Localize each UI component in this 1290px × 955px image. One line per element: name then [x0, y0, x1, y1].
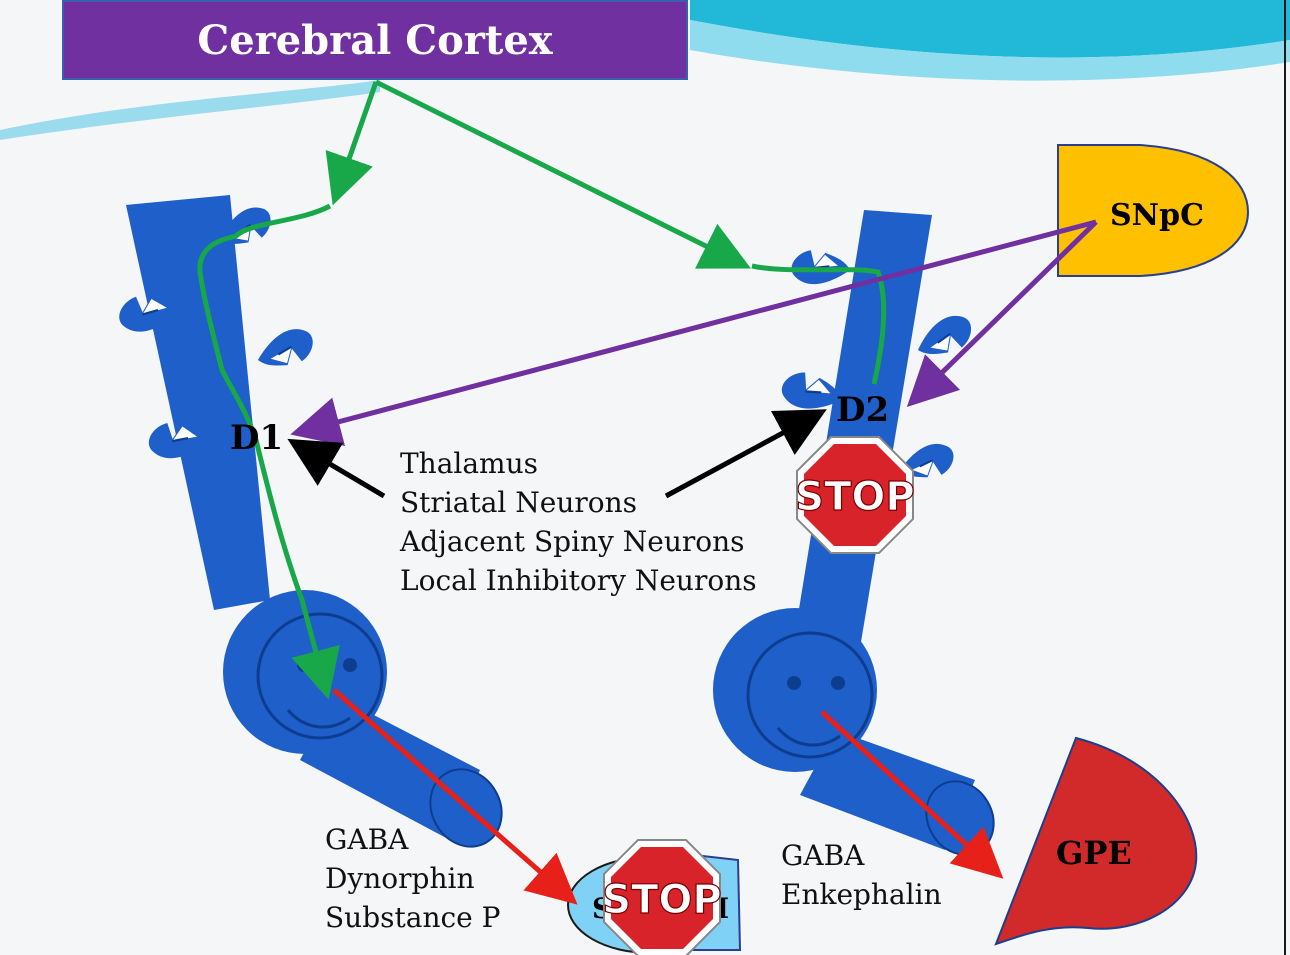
page-title: Cerebral Cortex — [197, 16, 553, 64]
d1-output-arrow — [332, 688, 578, 905]
output-item: Substance P — [325, 901, 501, 934]
output-item: Dynorphin — [325, 862, 475, 895]
cortex-to-d1-arrow — [325, 81, 379, 206]
d2-output-list: GABA Enkephalin — [781, 836, 942, 914]
stop-sign-snr: STOP — [602, 839, 722, 955]
output-item: GABA — [325, 823, 409, 856]
gpe-region — [994, 736, 1198, 946]
input-item: Thalamus — [400, 447, 539, 480]
inputs-to-d1-arrow — [287, 438, 386, 499]
stop-sign-snr-text: STOP — [602, 877, 721, 923]
input-item: Local Inhibitory Neurons — [400, 564, 757, 597]
snpc-to-d1-arrow — [290, 219, 1097, 446]
cortex-to-d2-arrow — [374, 79, 751, 269]
stop-sign-d2: STOP — [795, 436, 915, 554]
output-item: Enkephalin — [781, 878, 942, 911]
inputs-to-d2-arrow — [664, 409, 827, 499]
input-item: Striatal Neurons — [400, 486, 638, 519]
d1-label: D1 — [230, 418, 284, 458]
d2-label: D2 — [836, 390, 890, 430]
d1-output-list: GABA Dynorphin Substance P — [325, 820, 500, 937]
output-item: GABA — [781, 839, 865, 872]
cerebral-cortex-box: Cerebral Cortex — [62, 0, 688, 80]
d2-cortical-trace — [751, 263, 887, 385]
d1-cortical-trace — [197, 203, 340, 700]
striatal-input-list: Thalamus Striatal Neurons Adjacent Spiny… — [400, 444, 757, 600]
stop-sign-d2-text: STOP — [795, 474, 914, 520]
snpc-region — [1057, 144, 1250, 277]
snpc-to-d2-arrow — [906, 220, 1098, 407]
input-item: Adjacent Spiny Neurons — [400, 525, 745, 558]
snpc-label: SNpC — [1110, 198, 1204, 233]
gpe-label: GPE — [1056, 834, 1132, 872]
d2-output-arrow — [820, 710, 1004, 879]
